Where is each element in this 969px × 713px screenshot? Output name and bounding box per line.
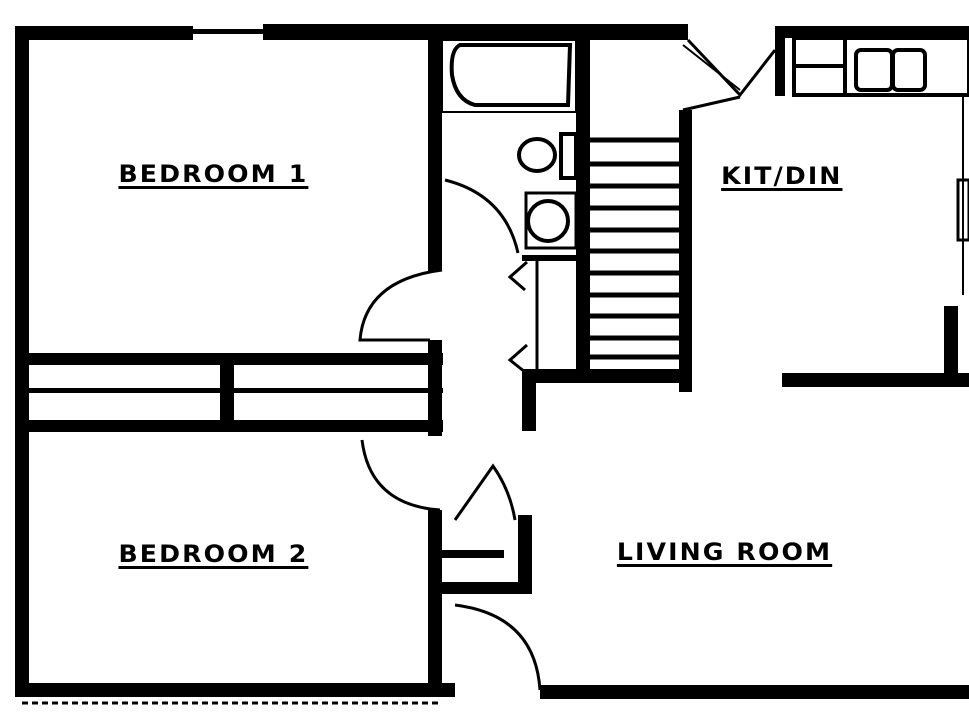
room-label-bedroom-2: BEDROOM 2 [118,540,309,568]
room-label-living-room: LIVING ROOM [616,538,833,566]
walls [15,24,969,699]
room-label-bedroom-1: BEDROOM 1 [118,160,309,188]
room-label-kit-din: KIT/DIN [721,162,843,190]
stairs [590,137,679,360]
fixtures [358,36,969,691]
